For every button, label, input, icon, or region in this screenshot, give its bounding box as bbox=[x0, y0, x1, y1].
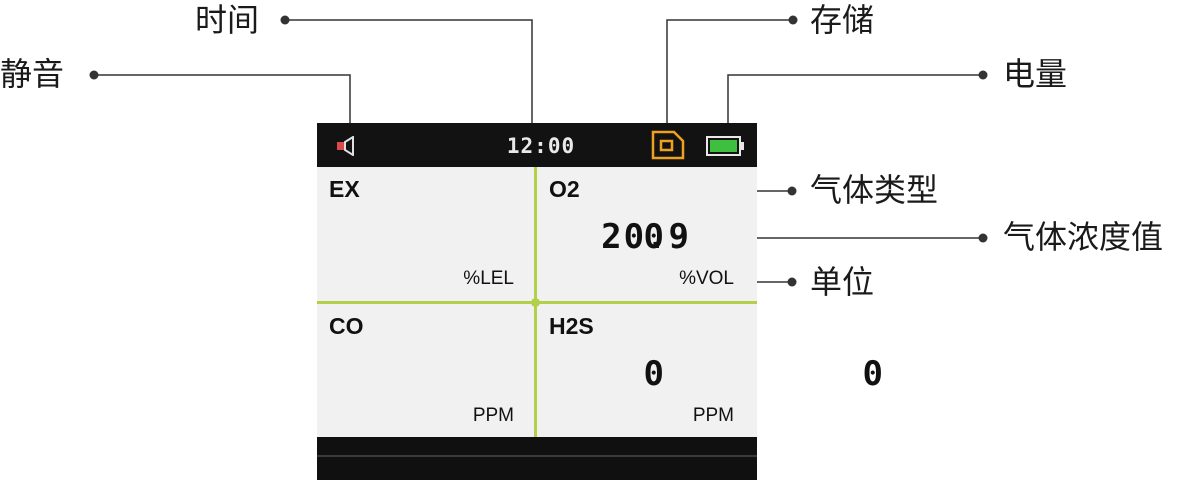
bottom-bar-divider bbox=[317, 455, 757, 457]
gas-value: 20.9 bbox=[601, 217, 691, 257]
leader-dot-gas-value bbox=[978, 233, 988, 243]
grid-center-dot bbox=[531, 298, 540, 307]
callout-battery: 电量 bbox=[1003, 55, 1068, 93]
gas-name: O2 bbox=[549, 176, 580, 202]
sensor-cell-ex[interactable]: EX 0 %LEL bbox=[317, 167, 664, 301]
callout-storage: 存储 bbox=[810, 1, 875, 39]
callout-unit: 单位 bbox=[810, 263, 875, 301]
leader-dot-unit bbox=[787, 277, 797, 287]
status-bar: 12:00 bbox=[317, 123, 757, 167]
leader-dot-storage bbox=[788, 15, 798, 25]
clock-display[interactable]: 12:00 bbox=[506, 134, 576, 158]
gas-unit: PPM bbox=[472, 405, 514, 426]
leader-dot-time bbox=[280, 15, 290, 25]
sd-card-icon[interactable] bbox=[650, 130, 686, 160]
callout-time: 时间 bbox=[195, 1, 260, 39]
battery-icon[interactable] bbox=[706, 136, 746, 156]
gas-name: H2S bbox=[549, 313, 594, 339]
callout-mute: 静音 bbox=[0, 55, 65, 93]
sensor-grid: EX 0 %LEL O2 20.9 %VOL CO 0 PPM H2S 0 PP… bbox=[317, 167, 883, 438]
gas-unit: %LEL bbox=[463, 268, 514, 289]
callout-gas-type: 气体类型 bbox=[810, 171, 939, 209]
speaker-mute-icon[interactable] bbox=[335, 136, 361, 156]
sensor-cell-co[interactable]: CO 0 PPM bbox=[317, 304, 664, 438]
sensor-cell-h2s[interactable]: H2S 0 PPM bbox=[537, 304, 883, 438]
gas-value: 0 bbox=[643, 217, 666, 257]
callout-gas-value: 气体浓度值 bbox=[1003, 218, 1164, 256]
leader-dot-gas-type bbox=[787, 186, 797, 196]
gas-unit: %VOL bbox=[679, 268, 734, 289]
gas-value: 0 bbox=[643, 354, 666, 394]
gas-name: EX bbox=[329, 176, 360, 202]
gas-unit: PPM bbox=[692, 405, 734, 426]
gas-value: 0 bbox=[862, 354, 885, 394]
leader-storage bbox=[666, 19, 793, 132]
gas-name: CO bbox=[329, 313, 364, 339]
leader-mute bbox=[94, 74, 351, 140]
sensor-cell-o2[interactable]: O2 20.9 %VOL bbox=[537, 167, 754, 301]
leader-dot-mute bbox=[89, 70, 99, 80]
device-screen: 12:00 EX 0 %LEL O2 20.9 %VOL CO 0 PPM bbox=[317, 123, 883, 480]
leader-time bbox=[285, 19, 533, 135]
leader-dot-battery bbox=[978, 70, 988, 80]
leader-battery bbox=[727, 74, 983, 138]
